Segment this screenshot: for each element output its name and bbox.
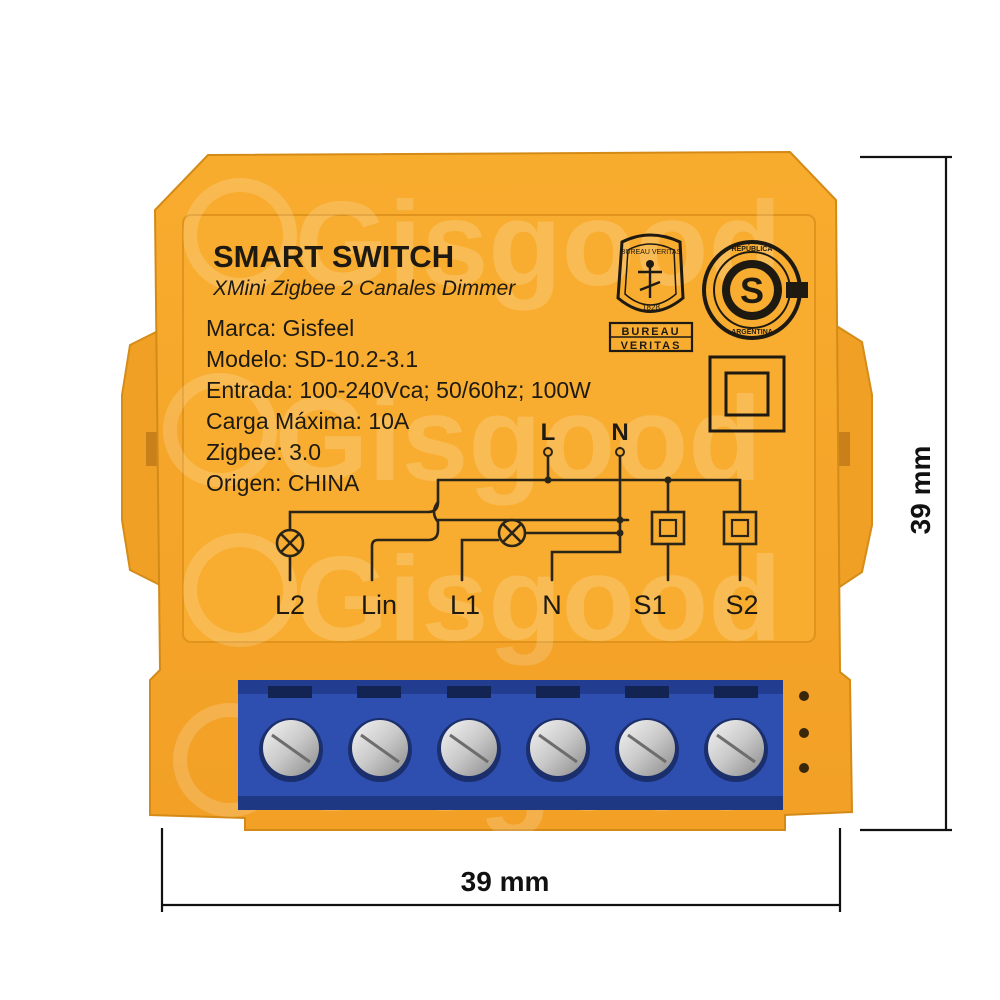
bv-seal-text: BUREAU VERITAS <box>621 249 682 256</box>
terminal-screw-4 <box>526 718 590 782</box>
terminal-label-l1: L1 <box>450 590 480 620</box>
terminal-label-s2: S2 <box>725 590 758 620</box>
spec-zigbee: Zigbee: 3.0 <box>206 439 321 465</box>
terminal-label-lin: Lin <box>361 590 397 620</box>
s-mark-letter: S <box>740 270 764 311</box>
product-title: SMART SWITCH <box>213 239 454 274</box>
diagram-top-label-l: L <box>541 419 556 446</box>
terminal-screw-1 <box>259 718 323 782</box>
product-subtitle: XMini Zigbee 2 Canales Dimmer <box>212 277 516 300</box>
terminal-label-s1: S1 <box>633 590 666 620</box>
terminal-label-n: N <box>542 590 562 620</box>
terminal-screw-5 <box>615 718 679 782</box>
double-insulation-icon <box>708 355 786 433</box>
spec-origin: Origen: CHINA <box>206 470 360 496</box>
width-dimension: 39 mm <box>160 828 842 912</box>
wiring-diagram: L N L2 <box>275 419 759 620</box>
width-dimension-label: 39 mm <box>461 866 550 897</box>
terminal-block <box>238 680 783 810</box>
argentina-s-mark: REPÚBLICA ARGENTINA S <box>702 240 808 340</box>
diagram-top-label-n: N <box>611 419 628 446</box>
spec-max-load: Carga Máxima: 10A <box>206 408 410 434</box>
spec-input: Entrada: 100-240Vca; 50/60hz; 100W <box>206 377 591 403</box>
label-panel <box>182 214 816 643</box>
terminal-label-l2: L2 <box>275 590 305 620</box>
spec-brand: Marca: Gisfeel <box>206 315 354 341</box>
bv-badge-line-2: VERITAS <box>621 340 682 352</box>
svg-text:Gisgood: Gisgood <box>295 532 782 666</box>
indicator-holes <box>799 691 809 773</box>
spec-model: Modelo: SD-10.2-3.1 <box>206 346 418 372</box>
wire-entry-slots <box>268 686 758 698</box>
left-clip-slot <box>146 432 160 466</box>
height-dimension: 39 mm <box>860 155 952 832</box>
terminal-screw-3 <box>437 718 501 782</box>
s-mark-top-text: REPÚBLICA <box>732 244 773 253</box>
bv-year: 1828 <box>642 303 660 312</box>
svg-text:Gisgood: Gisgood <box>295 177 782 311</box>
device-housing <box>121 150 873 831</box>
svg-text:Gisgood: Gisgood <box>275 372 762 506</box>
height-dimension-label: 39 mm <box>905 446 936 535</box>
bv-badge-line-1: BUREAU <box>621 326 680 338</box>
right-clip-slot <box>836 432 850 466</box>
terminal-screw-6 <box>704 718 768 782</box>
s-mark-bottom-text: ARGENTINA <box>731 329 773 336</box>
bureau-veritas-seal: BUREAU VERITAS 1828 BUREAU VERITAS <box>608 233 694 353</box>
terminal-screw-2 <box>348 718 412 782</box>
